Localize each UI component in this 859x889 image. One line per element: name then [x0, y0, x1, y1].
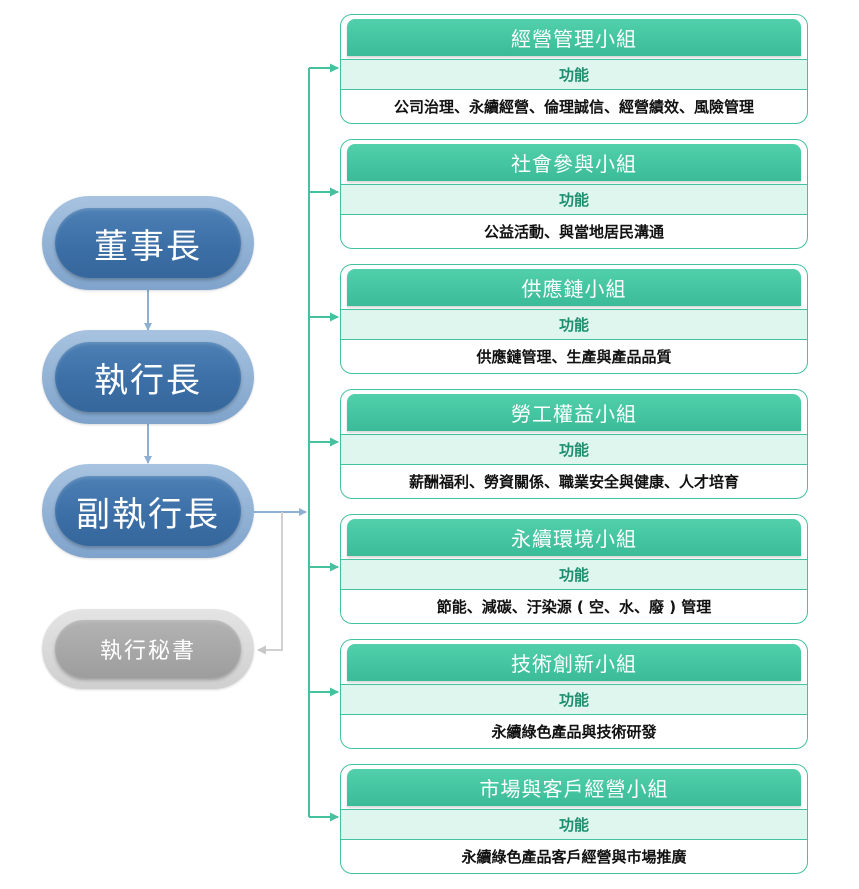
vice-ceo-node: 副執行長	[42, 464, 254, 558]
secretary-label: 執行秘書	[55, 620, 241, 678]
group-title: 勞工權益小組	[347, 394, 801, 431]
group-title: 永續環境小組	[347, 519, 801, 556]
group-title: 供應鏈小組	[347, 269, 801, 306]
group-title: 技術創新小組	[347, 644, 801, 681]
chairman-label: 董事長	[55, 208, 241, 278]
group-function-label: 功能	[341, 309, 807, 340]
group-title: 經營管理小組	[347, 19, 801, 56]
secretary-node: 執行秘書	[42, 609, 254, 689]
group-description: 節能、減碳、汙染源 ( 空、水、廢 ) 管理	[436, 598, 712, 616]
group-description: 公司治理、永續經營、倫理誠信、經營績效、風險管理	[393, 98, 754, 116]
group-card-environment: 永續環境小組 功能 節能、減碳、汙染源 ( 空、水、廢 ) 管理	[340, 514, 808, 624]
group-description: 薪酬福利、勞資關係、職業安全與健康、人才培育	[408, 473, 739, 491]
chairman-node: 董事長	[42, 196, 254, 290]
group-card-market: 市場與客戶經營小組 功能 永續綠色產品客戶經營與市場推廣	[340, 764, 808, 874]
group-card-supply-chain: 供應鏈小組 功能 供應鏈管理、生產與產品品質	[340, 264, 808, 374]
ceo-label: 執行長	[55, 342, 241, 412]
group-function-label: 功能	[341, 434, 807, 465]
vice-ceo-label: 副執行長	[55, 476, 241, 546]
group-title: 社會參與小組	[347, 144, 801, 181]
group-function-label: 功能	[341, 559, 807, 590]
group-description: 公益活動、與當地居民溝通	[483, 223, 664, 241]
group-description: 永續綠色產品客戶經營與市場推廣	[461, 848, 687, 866]
group-description: 永續綠色產品與技術研發	[491, 723, 657, 741]
group-card-labor: 勞工權益小組 功能 薪酬福利、勞資關係、職業安全與健康、人才培育	[340, 389, 808, 499]
group-card-innovation: 技術創新小組 功能 永續綠色產品與技術研發	[340, 639, 808, 749]
group-function-label: 功能	[341, 184, 807, 215]
group-card-management: 經營管理小組 功能 公司治理、永續經營、倫理誠信、經營績效、風險管理	[340, 14, 808, 124]
group-function-label: 功能	[341, 809, 807, 840]
group-function-label: 功能	[341, 59, 807, 90]
group-description: 供應鏈管理、生產與產品品質	[476, 348, 672, 366]
connector-secretary	[257, 512, 283, 655]
ceo-node: 執行長	[42, 330, 254, 424]
group-card-social: 社會參與小組 功能 公益活動、與當地居民溝通	[340, 139, 808, 249]
group-title: 市場與客戶經營小組	[347, 769, 801, 806]
group-function-label: 功能	[341, 684, 807, 715]
